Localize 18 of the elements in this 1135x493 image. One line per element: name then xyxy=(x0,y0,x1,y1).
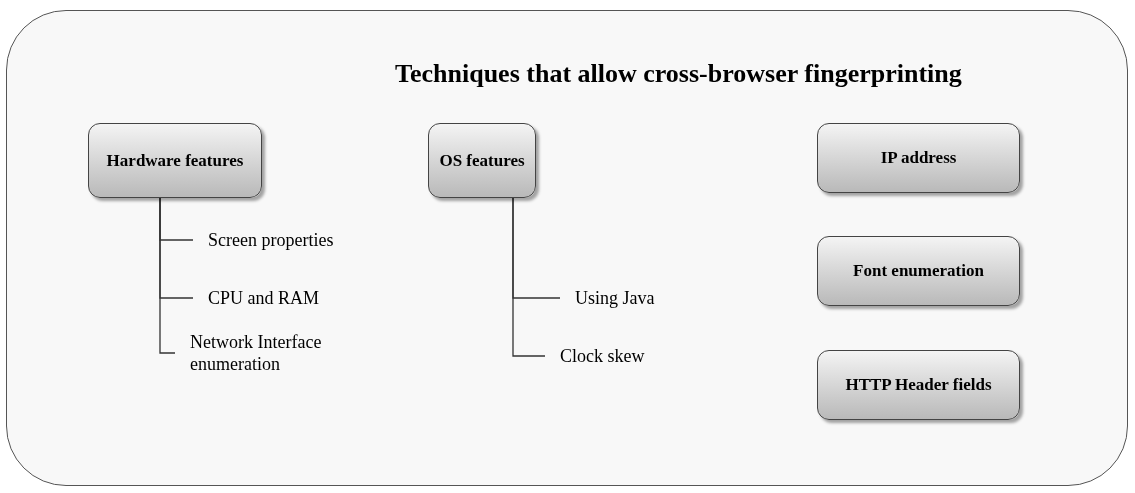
category-label: HTTP Header fields xyxy=(845,374,992,396)
category-label: Font enumeration xyxy=(853,260,984,282)
category-box xyxy=(428,123,536,198)
technique-label: Network Interface enumeration xyxy=(190,331,323,375)
category-label: Hardware features xyxy=(106,149,244,172)
category-box xyxy=(88,123,262,198)
technique-label: Using Java xyxy=(575,287,656,309)
category-label: OS features xyxy=(439,149,525,172)
tree-connector xyxy=(159,197,176,354)
category-label: IP address xyxy=(880,147,957,169)
category-box xyxy=(817,123,1020,193)
diagram-title: Techniques that allow cross-browser fingerprinting xyxy=(395,58,962,90)
category-box xyxy=(817,350,1020,420)
tree-connector xyxy=(512,197,546,357)
category-box xyxy=(817,236,1020,306)
technique-label: Screen properties xyxy=(208,229,335,251)
technique-label: Clock skew xyxy=(560,345,646,367)
technique-label: CPU and RAM xyxy=(208,287,320,309)
